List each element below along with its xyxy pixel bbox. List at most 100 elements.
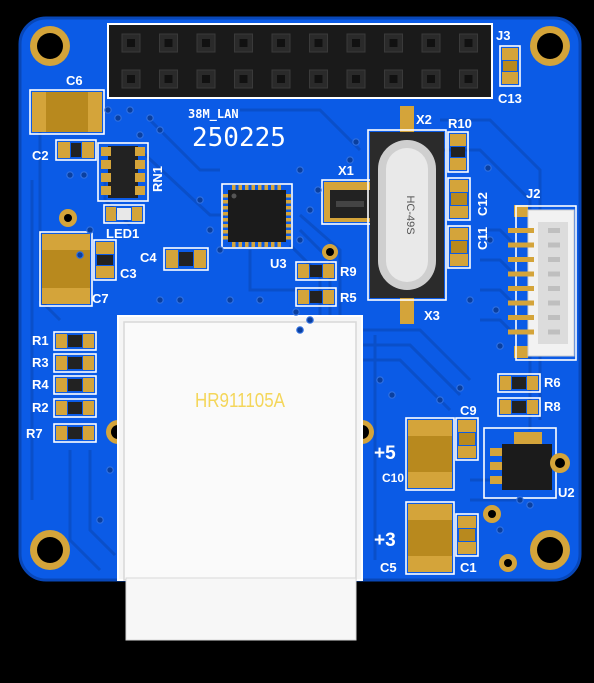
j2-pin (508, 300, 534, 306)
header-pin (234, 33, 253, 53)
label-c4: C4 (140, 250, 157, 265)
via (86, 226, 94, 234)
via (76, 251, 84, 259)
j2-pin (508, 228, 534, 233)
via (516, 496, 524, 504)
capacitor-c6 (29, 89, 105, 135)
via (256, 296, 264, 304)
label-c12: C12 (475, 192, 490, 216)
label-u3: U3 (270, 256, 287, 271)
led-led1 (103, 204, 145, 224)
capacitor-c1 (455, 513, 479, 557)
via (114, 114, 122, 122)
label-x3: X3 (424, 308, 440, 323)
via (456, 384, 464, 392)
header-pin (159, 33, 178, 53)
j2-pin (508, 271, 534, 277)
capacitor-c7 (39, 231, 93, 307)
ic-u3 (221, 183, 293, 249)
via (156, 296, 164, 304)
label-r9: R9 (340, 264, 357, 279)
header-pin (459, 69, 478, 89)
via (126, 106, 134, 114)
board-date-code: 250225 (192, 123, 286, 153)
via (196, 196, 204, 204)
label-j2: J2 (526, 186, 540, 201)
via (176, 296, 184, 304)
via (96, 516, 104, 524)
header-pin (159, 69, 178, 89)
via (346, 156, 354, 164)
label-plus5: +5 (374, 443, 396, 464)
via (306, 316, 314, 324)
via (486, 236, 494, 244)
label-c13: C13 (498, 91, 522, 106)
header-pin (384, 33, 403, 53)
resistor (53, 375, 97, 395)
via (66, 171, 74, 179)
via (496, 342, 504, 350)
label-c9: C9 (460, 403, 477, 418)
jack-part-number: HR911105A (195, 390, 286, 412)
label-c2: C2 (32, 148, 49, 163)
label-j3: J3 (496, 28, 510, 43)
label-r7: R7 (26, 426, 43, 441)
label-r5: R5 (340, 290, 357, 305)
header-pin (309, 69, 328, 89)
resistor-r5 (295, 287, 337, 307)
via (484, 164, 492, 172)
resistor-r9 (295, 261, 337, 281)
label-r6: R6 (544, 375, 561, 390)
via (146, 114, 154, 122)
rj45-jack: HR911105A (106, 315, 374, 641)
via (226, 296, 234, 304)
mounting-holes (30, 26, 570, 570)
via (466, 296, 474, 304)
via (296, 236, 304, 244)
capacitor-c4 (163, 247, 209, 271)
resistor (53, 331, 97, 351)
resistor-r10 (447, 131, 469, 173)
label-c5: C5 (380, 560, 397, 575)
via (314, 186, 322, 194)
label-c10: C10 (382, 471, 404, 485)
via (296, 326, 304, 334)
via (526, 501, 534, 509)
via (352, 138, 360, 146)
j2-pin (508, 315, 534, 320)
resistor-r8 (497, 397, 541, 417)
capacitor-c2 (55, 139, 97, 161)
header-pin (384, 69, 403, 89)
header-pin (346, 33, 366, 53)
capacitor-c3 (93, 239, 117, 281)
via (492, 306, 500, 314)
connector-j2 (508, 205, 577, 361)
header-pin (196, 33, 216, 53)
regulator-u2 (483, 427, 570, 499)
j2-pin (508, 286, 534, 291)
j2-pin (508, 257, 534, 262)
pin-header-2x10 (107, 23, 493, 99)
header-pin (121, 69, 141, 89)
resistor-r6 (497, 373, 541, 393)
via (306, 206, 314, 214)
label-r2: R2 (32, 400, 49, 415)
resistor (53, 398, 97, 418)
via (496, 526, 504, 534)
capacitor-c11 (447, 225, 471, 269)
label-r10: R10 (448, 116, 472, 131)
j2-pin (508, 329, 534, 335)
header-pin (196, 69, 216, 89)
silkscreen-labels: 38M_LAN 250225 J3 C13 C6 C2 RN1 LED1 X1 … (26, 28, 575, 575)
via (388, 391, 396, 399)
header-pin (271, 33, 291, 53)
label-c6: C6 (66, 73, 83, 88)
test-pads (59, 209, 517, 572)
board-name: 38M_LAN (188, 107, 239, 122)
crystal-x1 (321, 179, 373, 225)
label-c11: C11 (475, 227, 490, 250)
header-pin (309, 33, 328, 53)
label-rn1: RN1 (150, 166, 165, 192)
via (376, 376, 384, 384)
label-r1: R1 (32, 333, 49, 348)
